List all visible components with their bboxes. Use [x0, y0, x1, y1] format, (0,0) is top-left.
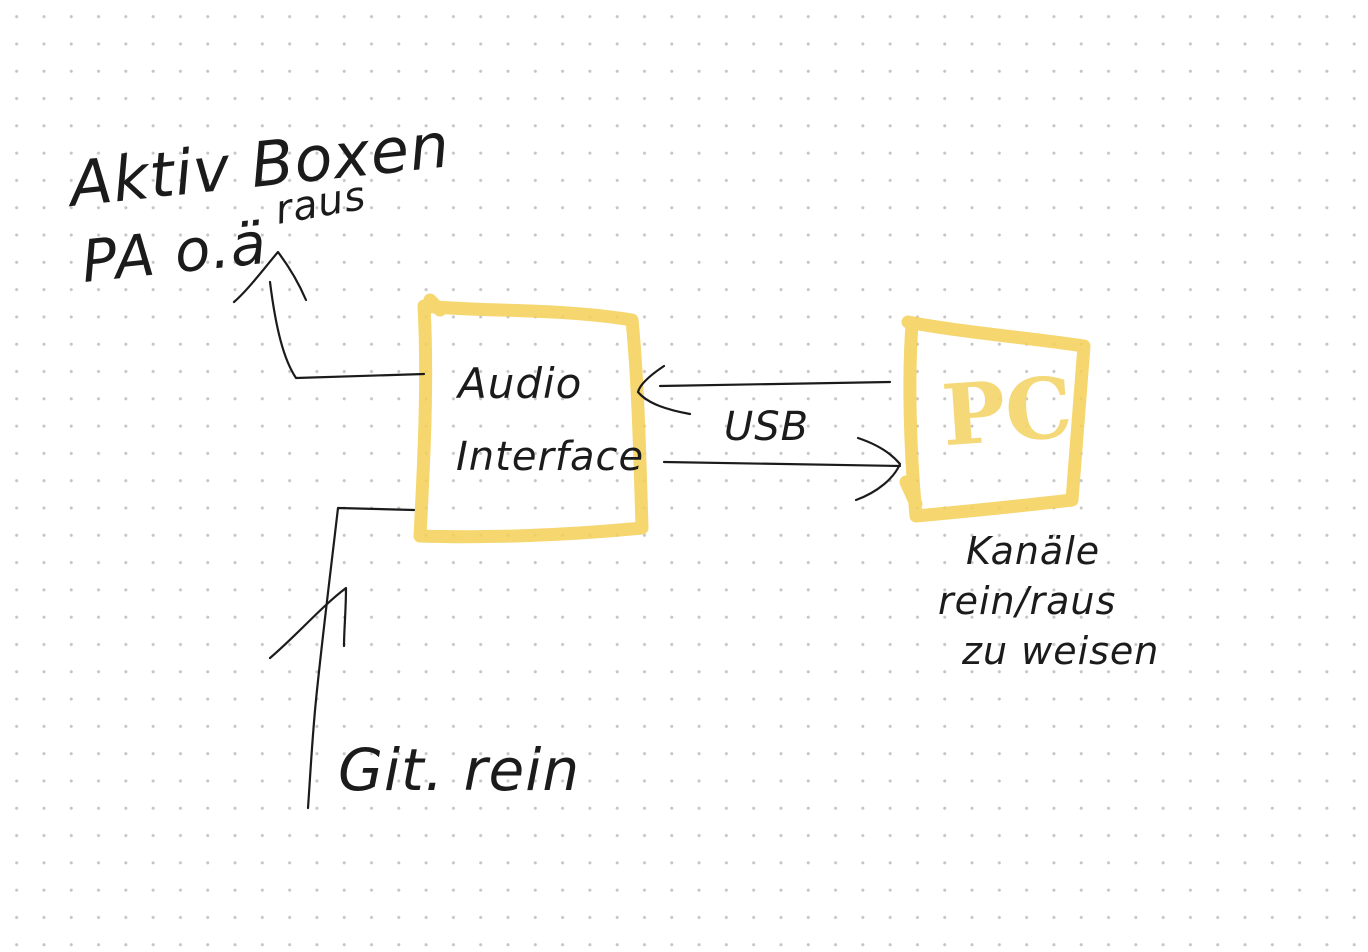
- usb-label: USB: [724, 404, 809, 450]
- audio-interface-label-line2: Interface: [456, 434, 644, 480]
- speakers-label-line1: Aktiv Boxen: [62, 108, 453, 221]
- guitar-input-line: [306, 506, 416, 810]
- pc-outline: [899, 315, 1091, 523]
- usb-line-to-pc: [662, 460, 902, 468]
- audio-interface-outline: [413, 293, 649, 544]
- output-line: [268, 280, 426, 380]
- pc-box[interactable]: PC: [899, 315, 1091, 523]
- pc-label: PC: [939, 357, 1076, 465]
- pc-caption-line2: rein/raus: [938, 579, 1116, 623]
- speakers-label-line2: PA o.ä: [78, 209, 270, 296]
- usb-arrow-head-interface: [636, 364, 692, 416]
- guitar-label: Git. rein: [338, 736, 580, 804]
- audio-interface-label-line1: Audio: [455, 359, 582, 408]
- audio-interface-box[interactable]: [413, 293, 649, 544]
- guitar-arrow-head: [268, 586, 348, 660]
- usb-arrow-head-pc: [854, 436, 902, 502]
- usb-line-to-interface: [658, 380, 892, 388]
- pc-caption-line1: Kanäle: [966, 529, 1100, 573]
- pc-caption-line3: zu weisen: [961, 629, 1159, 673]
- output-arrow-head: [232, 250, 308, 304]
